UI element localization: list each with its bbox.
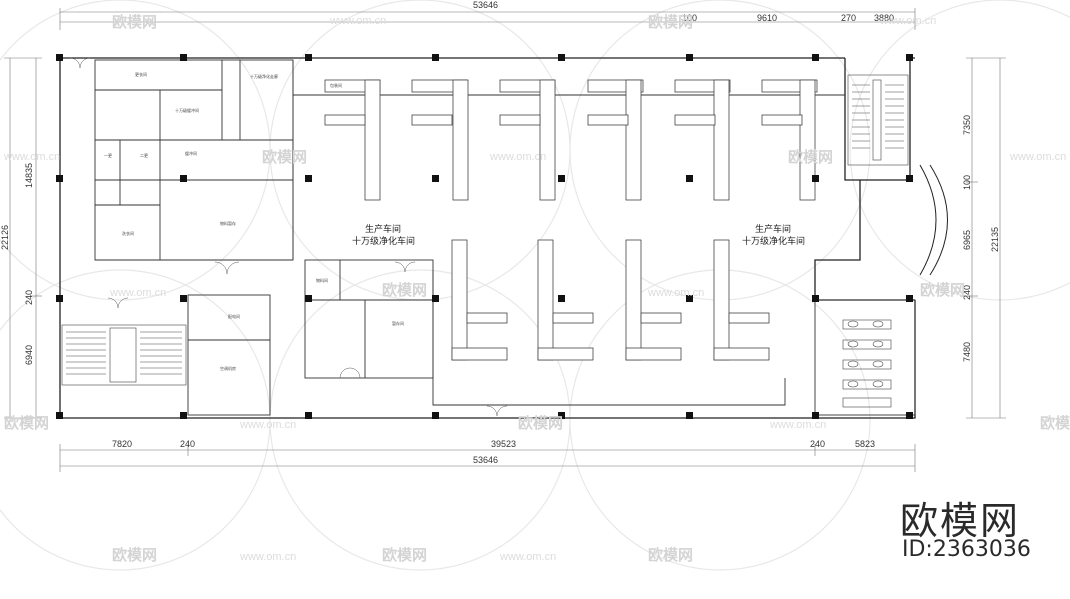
dim-top-c: 270 xyxy=(841,13,856,23)
watermark-url: www.om.cn xyxy=(329,15,386,27)
restroom-fixtures xyxy=(842,319,892,408)
dimension-lines xyxy=(4,8,1006,472)
watermark-logos: 欧模网 欧模网 欧模网 欧模网 欧模网 欧模网 欧模网 欧模网 欧模网 欧模网 … xyxy=(3,13,1070,564)
watermark-text: 欧模网 xyxy=(920,281,965,299)
watermark-text: 欧模网 xyxy=(1040,414,1070,432)
dim-bottom-c: 39523 xyxy=(491,439,516,449)
room-label: 二更 xyxy=(140,153,148,158)
room-label: 物料暂存 xyxy=(220,220,236,226)
dim-right-b: 100 xyxy=(962,175,972,190)
room-label: 物料间 xyxy=(316,277,328,283)
dim-bottom-a: 7820 xyxy=(112,439,132,449)
watermark-url: www.om.cn xyxy=(3,151,60,163)
watermark-url: www.om.cn xyxy=(109,287,166,299)
watermark-text: 欧模网 xyxy=(648,13,693,31)
watermark-text: 欧模网 xyxy=(112,546,157,564)
watermark-text: 欧模网 xyxy=(262,148,307,166)
watermark-url: www.om.cn xyxy=(499,551,556,563)
dim-right-e: 7480 xyxy=(962,342,972,362)
watermark-text: 欧模网 xyxy=(4,414,49,432)
watermark-url: www.om.cn xyxy=(489,151,546,163)
room-label: 包装间 xyxy=(330,82,342,88)
dim-bottom-e: 5823 xyxy=(855,439,875,449)
hall-2-subtitle: 十万级净化车间 xyxy=(742,235,805,247)
dim-top-a: 100 xyxy=(682,13,697,23)
structural-columns xyxy=(56,54,913,419)
dim-bottom-b: 240 xyxy=(180,439,195,449)
dim-top-total: 53646 xyxy=(473,0,498,10)
watermark-url: www.om.cn xyxy=(239,551,296,563)
room-label: 洗衣间 xyxy=(122,230,134,236)
watermark-text: 欧模网 xyxy=(382,281,427,299)
watermark-url: www.om.cn xyxy=(879,15,936,27)
hall-2-title: 生产车间 xyxy=(755,223,791,235)
hall-1-subtitle: 十万级净化车间 xyxy=(352,235,415,247)
watermark-url: www.om.cn xyxy=(1009,151,1066,163)
watermark-text: 欧模网 xyxy=(112,13,157,31)
hall-1-title: 生产车间 xyxy=(365,223,401,235)
watermark-text: 欧模网 xyxy=(788,148,833,166)
door-swings xyxy=(69,57,508,417)
stairwell-right xyxy=(847,74,909,166)
room-label: 暂存间 xyxy=(392,320,404,326)
stairwell-left xyxy=(61,324,187,386)
room-label: 更衣间 xyxy=(135,71,147,77)
watermark-url: www.om.cn xyxy=(239,419,296,431)
room-label: 一更 xyxy=(104,153,112,158)
room-label: 十万级净化走廊 xyxy=(250,73,278,79)
room-label: 空调机房 xyxy=(220,365,236,371)
watermark-text: 欧模网 xyxy=(382,546,427,564)
workbenches-bottom xyxy=(451,239,770,361)
room-label: 配电间 xyxy=(228,313,240,319)
room-label: 十万级缓冲间 xyxy=(175,107,199,113)
dim-bottom-total: 53646 xyxy=(473,455,498,465)
dim-right-d: 240 xyxy=(962,285,972,300)
watermark-text: 欧模网 xyxy=(518,414,563,432)
dim-left-a: 14835 xyxy=(24,163,34,188)
room-label: 缓冲间 xyxy=(185,150,197,156)
watermark-text: 欧模网 xyxy=(648,546,693,564)
dim-top-d: 3880 xyxy=(874,13,894,23)
asset-id: ID:2363036 xyxy=(902,537,1031,562)
dim-right-c: 6965 xyxy=(962,230,972,250)
dim-left-c: 6940 xyxy=(24,345,34,365)
watermark-url: www.om.cn xyxy=(647,287,704,299)
brand-logo-text: 欧模网 xyxy=(900,499,1021,543)
workbenches-top xyxy=(324,79,818,201)
dim-left-b: 240 xyxy=(24,290,34,305)
interior-walls xyxy=(94,59,916,416)
dim-top-b: 9610 xyxy=(757,13,777,23)
dim-right-a: 7350 xyxy=(962,115,972,135)
dim-left-total: 22126 xyxy=(0,225,10,250)
watermark-url: www.om.cn xyxy=(769,419,826,431)
dim-right-total: 22135 xyxy=(990,227,1000,252)
dim-bottom-d: 240 xyxy=(810,439,825,449)
